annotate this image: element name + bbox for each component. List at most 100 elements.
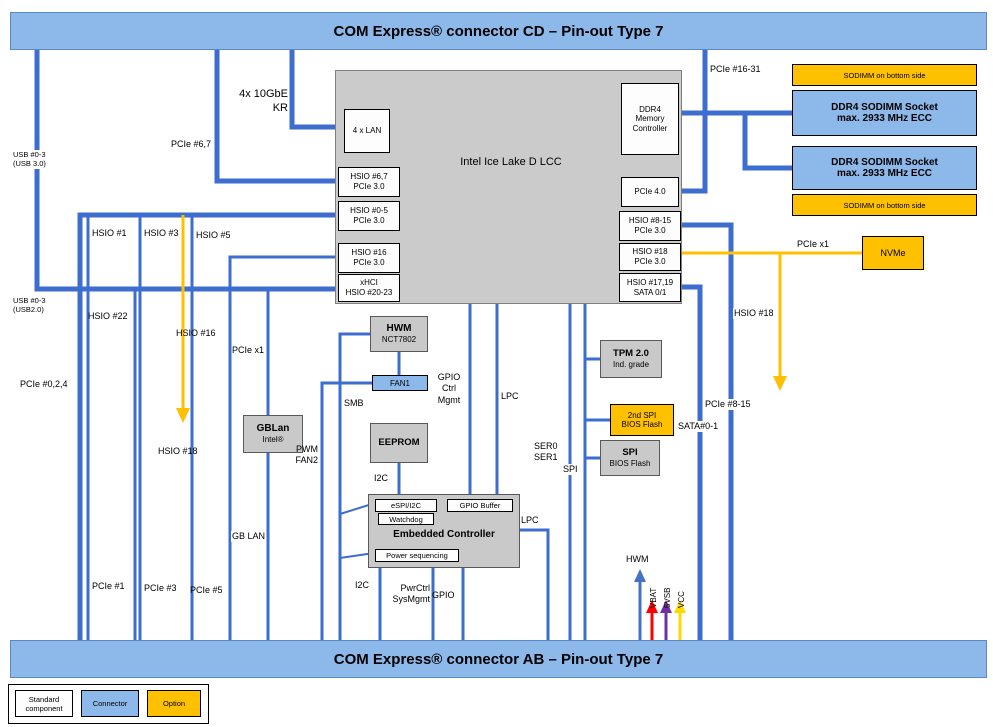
sodimm-note-top: SODIMM on bottom side	[792, 64, 977, 86]
hwm-block: HWM NCT7802	[370, 316, 428, 352]
yellow-arrowheads	[176, 376, 787, 423]
xhci-block: xHCI HSIO #20-23	[338, 274, 400, 302]
label-spi: SPI	[562, 464, 579, 476]
label-pwm-line1: PWM	[296, 444, 318, 454]
label-usb2: USB #0-3 (USB2.0)	[12, 296, 47, 315]
ec-watchdog-label: Watchdog	[389, 514, 423, 524]
second-spi-line2: BIOS Flash	[621, 420, 663, 429]
legend-connector-label: Connector	[92, 699, 128, 708]
sodimm-note-top-label: SODIMM on bottom side	[843, 70, 926, 80]
top-banner: COM Express® connector CD – Pin-out Type…	[10, 12, 987, 50]
label-4x-10gbe-line1: 4x 10GbE	[239, 88, 288, 100]
label-gpio-ctrl-line2: Ctrl	[442, 383, 456, 394]
hsio16-line2: PCIe 3.0	[353, 258, 385, 267]
pcie4-label: PCIe 4.0	[634, 187, 666, 197]
xhci-line2: HSIO #20-23	[345, 288, 393, 297]
label-i2c-top: I2C	[374, 473, 389, 483]
bottom-banner: COM Express® connector AB – Pin-out Type…	[10, 640, 987, 678]
label-pwrctrl-line2: SysMgmt	[392, 594, 430, 605]
socket1-line2: max. 2933 MHz ECC	[836, 113, 933, 124]
label-pcie3: PCIe #3	[144, 583, 177, 593]
lan-block: 4 x LAN	[344, 109, 390, 153]
power-arrowheads	[634, 569, 686, 613]
fan1-block: FAN1	[372, 375, 428, 391]
legend-standard-line1: Standard	[28, 694, 60, 704]
hsio815-line2: PCIe 3.0	[634, 226, 666, 235]
ec-block: eSPI/I2C GPIO Buffer Watchdog Embedded C…	[368, 494, 520, 568]
label-gpio-ctrl-line1: GPIO	[437, 372, 461, 382]
hsio815-line1: HSIO #8-15	[628, 216, 672, 226]
5vsb-arrow-icon	[660, 600, 672, 613]
ec-power-seq-label: Power sequencing	[386, 551, 448, 560]
label-lpc-top: LPC	[501, 391, 519, 401]
tpm-title: TPM 2.0	[613, 347, 649, 359]
nvme-label: NVMe	[880, 248, 906, 258]
hwm-part-number: NCT7802	[381, 334, 417, 344]
label-gpio-ctrl-mgmt: GPIO Ctrl Mgmt	[432, 372, 466, 406]
yellow-option-lines	[181, 215, 862, 410]
label-i2c-bottom: I2C	[355, 580, 370, 590]
tpm-subtitle: Ind. grade	[612, 359, 650, 369]
power-arrows	[638, 580, 682, 644]
label-4x-10gbe: 4x 10GbE KR	[208, 88, 288, 116]
hsio05-block: HSIO #0-5 PCIe 3.0	[338, 201, 400, 231]
label-usb3-line1: USB #0-3	[13, 150, 46, 159]
cpu-block: Intel Ice Lake D LCC 4 x LAN HSIO #6,7 P…	[335, 70, 682, 304]
label-pcie-x1-left: PCIe x1	[232, 345, 265, 355]
label-ser1: SER1	[534, 452, 558, 463]
vbat-arrow-icon	[646, 600, 658, 613]
socket2-line2: max. 2933 MHz ECC	[836, 168, 933, 179]
eeprom-label: EEPROM	[378, 436, 420, 448]
label-gpio-bottom: GPIO	[432, 590, 455, 600]
gblan-title: GBLan	[256, 423, 290, 435]
ec-espi-box: eSPI/I2C	[375, 499, 437, 512]
label-pcie-815: PCIe #8-15	[704, 399, 752, 411]
ddrc-line3: Controller	[632, 123, 668, 133]
hsio1719-block: HSIO #17,19 SATA 0/1	[619, 273, 681, 302]
cpu-label: Intel Ice Lake D LCC	[460, 156, 562, 168]
hsio815-block: HSIO #8-15 PCIe 3.0	[619, 211, 681, 241]
second-spi-line1: 2nd SPI	[627, 411, 657, 420]
label-pwm-fan2: PWM FAN2	[284, 444, 318, 467]
sodimm-note-bottom-label: SODIMM on bottom side	[843, 200, 926, 210]
ec-title: Embedded Controller	[393, 529, 495, 540]
hwm-title: HWM	[386, 323, 412, 335]
label-hsio22: HSIO #22	[88, 311, 128, 321]
ddrc-line2: Memory	[635, 114, 665, 124]
label-usb3: USB #0-3 (USB 3.0)	[12, 150, 47, 169]
spi-flash-subtitle: BIOS Flash	[609, 458, 651, 468]
label-vbat: VBAT	[649, 588, 658, 608]
ddrc-line1: DDR4	[639, 104, 661, 114]
legend-option: Option	[147, 690, 201, 717]
ec-gpio-buffer-box: GPIO Buffer	[447, 499, 513, 512]
label-hwm-signal: HWM	[626, 554, 649, 564]
label-pcie-16-31: PCIe #16-31	[710, 64, 761, 74]
spi-flash-title: SPI	[622, 446, 638, 458]
label-ser0: SER0	[534, 441, 558, 451]
hsio16-block: HSIO #16 PCIe 3.0	[338, 243, 400, 273]
sodimm-note-bottom: SODIMM on bottom side	[792, 194, 977, 216]
socket2-line1: DDR4 SODIMM Socket	[831, 156, 938, 168]
gblan-block: GBLan Intel®	[243, 415, 303, 453]
hsio18-block: HSIO #18 PCIe 3.0	[619, 243, 681, 271]
fan1-label: FAN1	[389, 378, 410, 388]
label-vcc: VCC	[677, 591, 686, 608]
pcie4-block: PCIe 4.0	[621, 177, 679, 207]
hsio05-line1: HSIO #0-5	[350, 206, 388, 216]
label-hsio18-right: HSIO #18	[733, 308, 775, 320]
tpm-block: TPM 2.0 Ind. grade	[600, 340, 662, 378]
eeprom-block: EEPROM	[370, 423, 428, 463]
label-gpio-ctrl-line3: Mgmt	[437, 394, 461, 405]
hsio18-line1: HSIO #18	[632, 247, 668, 257]
socket1-line1: DDR4 SODIMM Socket	[831, 101, 938, 113]
label-pwm-line2: FAN2	[295, 455, 318, 466]
label-4x-10gbe-line2: KR	[272, 101, 288, 114]
ddr4-socket-2: DDR4 SODIMM Socket max. 2933 MHz ECC	[792, 146, 977, 190]
legend-option-label: Option	[162, 699, 186, 708]
ec-watchdog-box: Watchdog	[378, 513, 434, 525]
label-lpc-right: LPC	[521, 515, 539, 525]
ec-gpio-buffer-label: GPIO Buffer	[459, 501, 501, 510]
spi-flash-block: SPI BIOS Flash	[600, 440, 660, 476]
xhci-line1: xHCI	[360, 278, 378, 288]
